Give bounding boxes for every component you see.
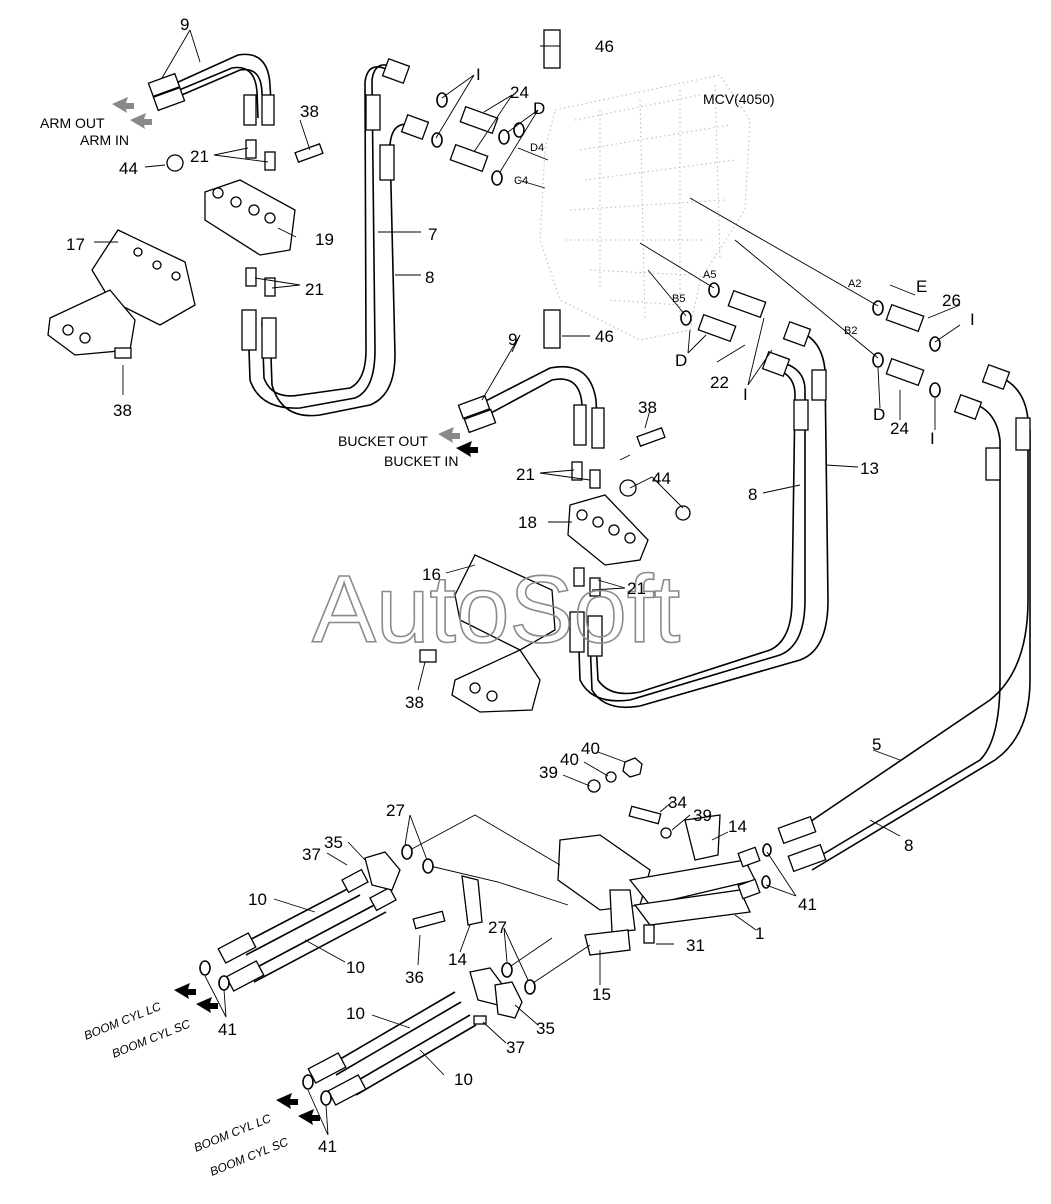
callout-16: 16	[422, 565, 441, 584]
callout-37-top: 38	[300, 102, 319, 121]
callout-41-left-top: 41	[218, 1020, 237, 1039]
bracket-16	[419, 427, 691, 713]
hoses-6-7	[241, 57, 430, 417]
callout-41-right: 41	[798, 895, 817, 914]
boom-hoses-upper	[199, 851, 401, 992]
callout-34: 34	[668, 793, 687, 812]
callout-39-left: 39	[539, 763, 558, 782]
bracket-17	[47, 229, 196, 356]
callout-8-right: 8	[904, 836, 913, 855]
letter-d-right: D	[873, 405, 885, 424]
callout-44-mid: 44	[652, 469, 671, 488]
callout-6: 7	[428, 225, 437, 244]
bucket-in-label: BUCKET IN	[384, 453, 458, 469]
callout-14-left: 14	[448, 950, 467, 969]
callout-35: 36	[405, 968, 424, 987]
callout-21-mid: 21	[305, 280, 324, 299]
watermark: AutoSoft	[312, 556, 680, 663]
callout-17: 17	[66, 235, 85, 254]
callout-36-low: 37	[506, 1038, 525, 1057]
letter-e: E	[916, 277, 927, 296]
callout-44-top: 44	[119, 159, 138, 178]
callout-36-top: 37	[302, 845, 321, 864]
block-18	[567, 494, 649, 566]
small-fittings-21-top	[114, 139, 324, 359]
callout-27-low: 35	[536, 1019, 555, 1038]
callout-10-d: 10	[454, 1070, 473, 1089]
boom-hoses-lower	[302, 967, 523, 1106]
direction-arrows	[112, 97, 478, 1125]
callout-9-top: 9	[180, 15, 189, 34]
callout-10-a: 10	[248, 890, 267, 909]
letter-i-right-bottom: I	[930, 429, 935, 448]
arm-hoses	[147, 53, 275, 126]
callout-37-mid: 38	[638, 398, 657, 417]
callout-18: 18	[518, 513, 537, 532]
bucket-hoses	[457, 366, 605, 449]
callout-31: 31	[686, 936, 705, 955]
callout-10-b: 10	[346, 958, 365, 977]
callout-23-top: 24	[510, 83, 529, 102]
callout-46-mid: 46	[595, 327, 614, 346]
callout-1: 1	[755, 924, 764, 943]
callout-23-right: 24	[890, 419, 909, 438]
callout-5: 5	[872, 735, 881, 754]
callout-7: 8	[425, 268, 434, 287]
letter-d-top: D	[533, 99, 545, 118]
boom-valve-assembly	[412, 757, 772, 956]
port-b5: B5	[672, 293, 685, 305]
callout-41-left-low: 41	[318, 1137, 337, 1156]
callout-38: 40	[581, 739, 600, 758]
mcv-label: MCV(4050)	[703, 91, 775, 107]
callout-37-low: 38	[405, 693, 424, 712]
letter-i-right-top: I	[970, 310, 975, 329]
letter-d-mid: D	[675, 351, 687, 370]
callout-37-left: 38	[113, 401, 132, 420]
arm-out-label: ARM OUT	[40, 115, 105, 131]
callout-27-top: 35	[324, 833, 343, 852]
callout-13: 13	[860, 459, 879, 478]
callout-9-mid: 9	[508, 330, 517, 349]
callout-24: 26	[942, 291, 961, 310]
port-a5: A5	[703, 269, 716, 281]
port-c4: C4	[514, 175, 528, 187]
callout-40: 40	[560, 750, 579, 769]
callout-8-mid: 8	[748, 485, 757, 504]
letter-i-top: I	[476, 65, 481, 84]
bucket-out-label: BUCKET OUT	[338, 433, 428, 449]
mcv-valve-block	[539, 74, 751, 341]
hoses-5-8-right	[777, 363, 1031, 873]
hoses-8-13	[569, 320, 829, 709]
part-callouts: 9 38 44 21 17 19 21 38 7 8 24 46 46 9 38…	[66, 15, 961, 1156]
port-a2: A2	[848, 278, 861, 290]
callout-26-top: 27	[386, 801, 405, 820]
callout-39-right: 39	[693, 806, 712, 825]
callout-22: 22	[710, 373, 729, 392]
leader-lines	[94, 29, 961, 1136]
callout-10-c: 10	[346, 1004, 365, 1023]
callout-21-mid2: 21	[516, 465, 535, 484]
arm-in-label: ARM IN	[80, 132, 129, 148]
callout-46-top: 46	[595, 37, 614, 56]
block-19	[204, 179, 296, 256]
callout-15: 15	[592, 985, 611, 1004]
port-d4: D4	[530, 142, 544, 154]
letter-i-mid: I	[743, 385, 748, 404]
callout-21-low: 21	[627, 579, 646, 598]
adapters	[449, 29, 925, 387]
callout-19: 19	[315, 230, 334, 249]
callout-26-low: 27	[488, 918, 507, 937]
callout-14-right: 14	[728, 817, 747, 836]
callout-21-top: 21	[190, 147, 209, 166]
port-b2: B2	[844, 325, 857, 337]
